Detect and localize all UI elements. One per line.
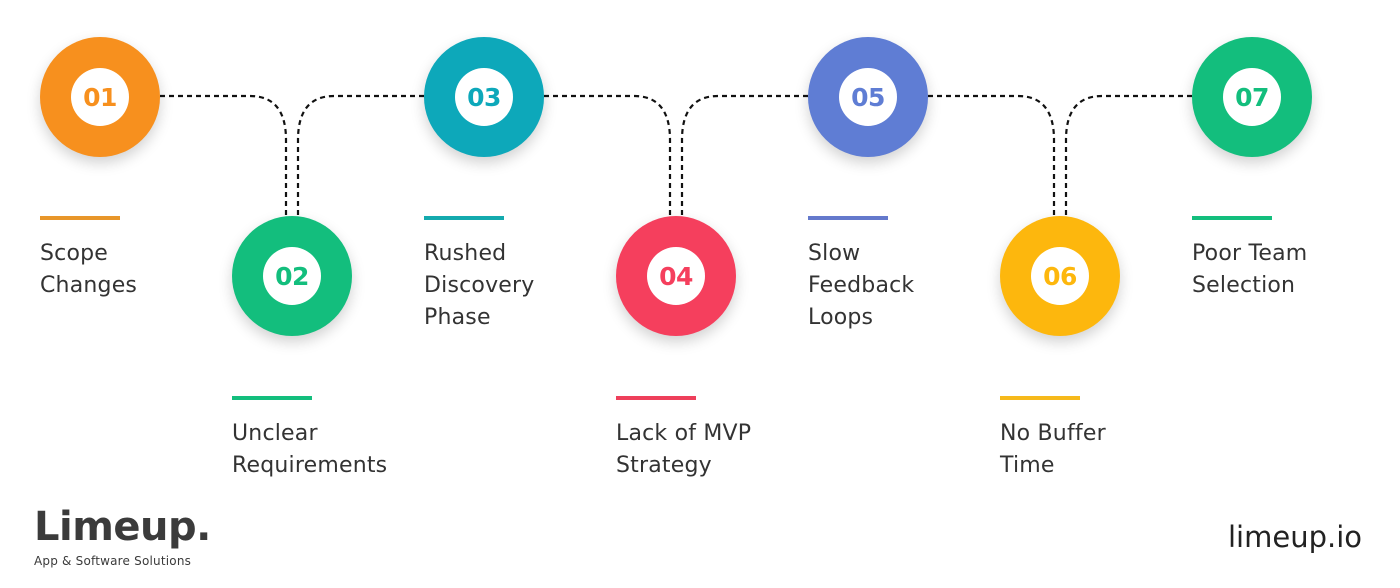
step-07-label: Poor Team Selection (1192, 241, 1308, 298)
step-05-label: Slow Feedback Loops (808, 241, 915, 330)
step-02-bar (232, 396, 312, 400)
step-02-label: Unclear Requirements (232, 421, 388, 478)
logo-wordmark: Limeup. (34, 504, 211, 550)
step-03-label: Rushed Discovery Phase (424, 241, 535, 330)
step-01-number: 01 (71, 68, 129, 126)
step-02-circle: 02 (232, 216, 352, 336)
step-06-number: 06 (1031, 247, 1089, 305)
step-04-number: 04 (647, 247, 705, 305)
step-01-label: Scope Changes (40, 241, 138, 298)
step-05-number: 05 (839, 68, 897, 126)
step-04-bar (616, 396, 696, 400)
logo-tagline: App & Software Solutions (34, 554, 192, 568)
step-03-bar (424, 216, 504, 220)
website-url: limeup.io (1227, 520, 1362, 554)
step-02-number: 02 (263, 247, 321, 305)
step-07-circle: 07 (1192, 37, 1312, 157)
limeup-logo: Limeup. App & Software Solutions (34, 505, 211, 568)
step-01-bar (40, 216, 120, 220)
step-06-bar (1000, 396, 1080, 400)
step-06-circle: 06 (1000, 216, 1120, 336)
step-04-label: Lack of MVP Strategy (616, 421, 752, 478)
step-07-number: 07 (1223, 68, 1281, 126)
step-01-circle: 01 (40, 37, 160, 157)
step-05-bar (808, 216, 888, 220)
step-03-number: 03 (455, 68, 513, 126)
step-03-circle: 03 (424, 37, 544, 157)
step-07-bar (1192, 216, 1272, 220)
step-04-circle: 04 (616, 216, 736, 336)
step-06-label: No Buffer Time (1000, 421, 1106, 478)
step-05-circle: 05 (808, 37, 928, 157)
